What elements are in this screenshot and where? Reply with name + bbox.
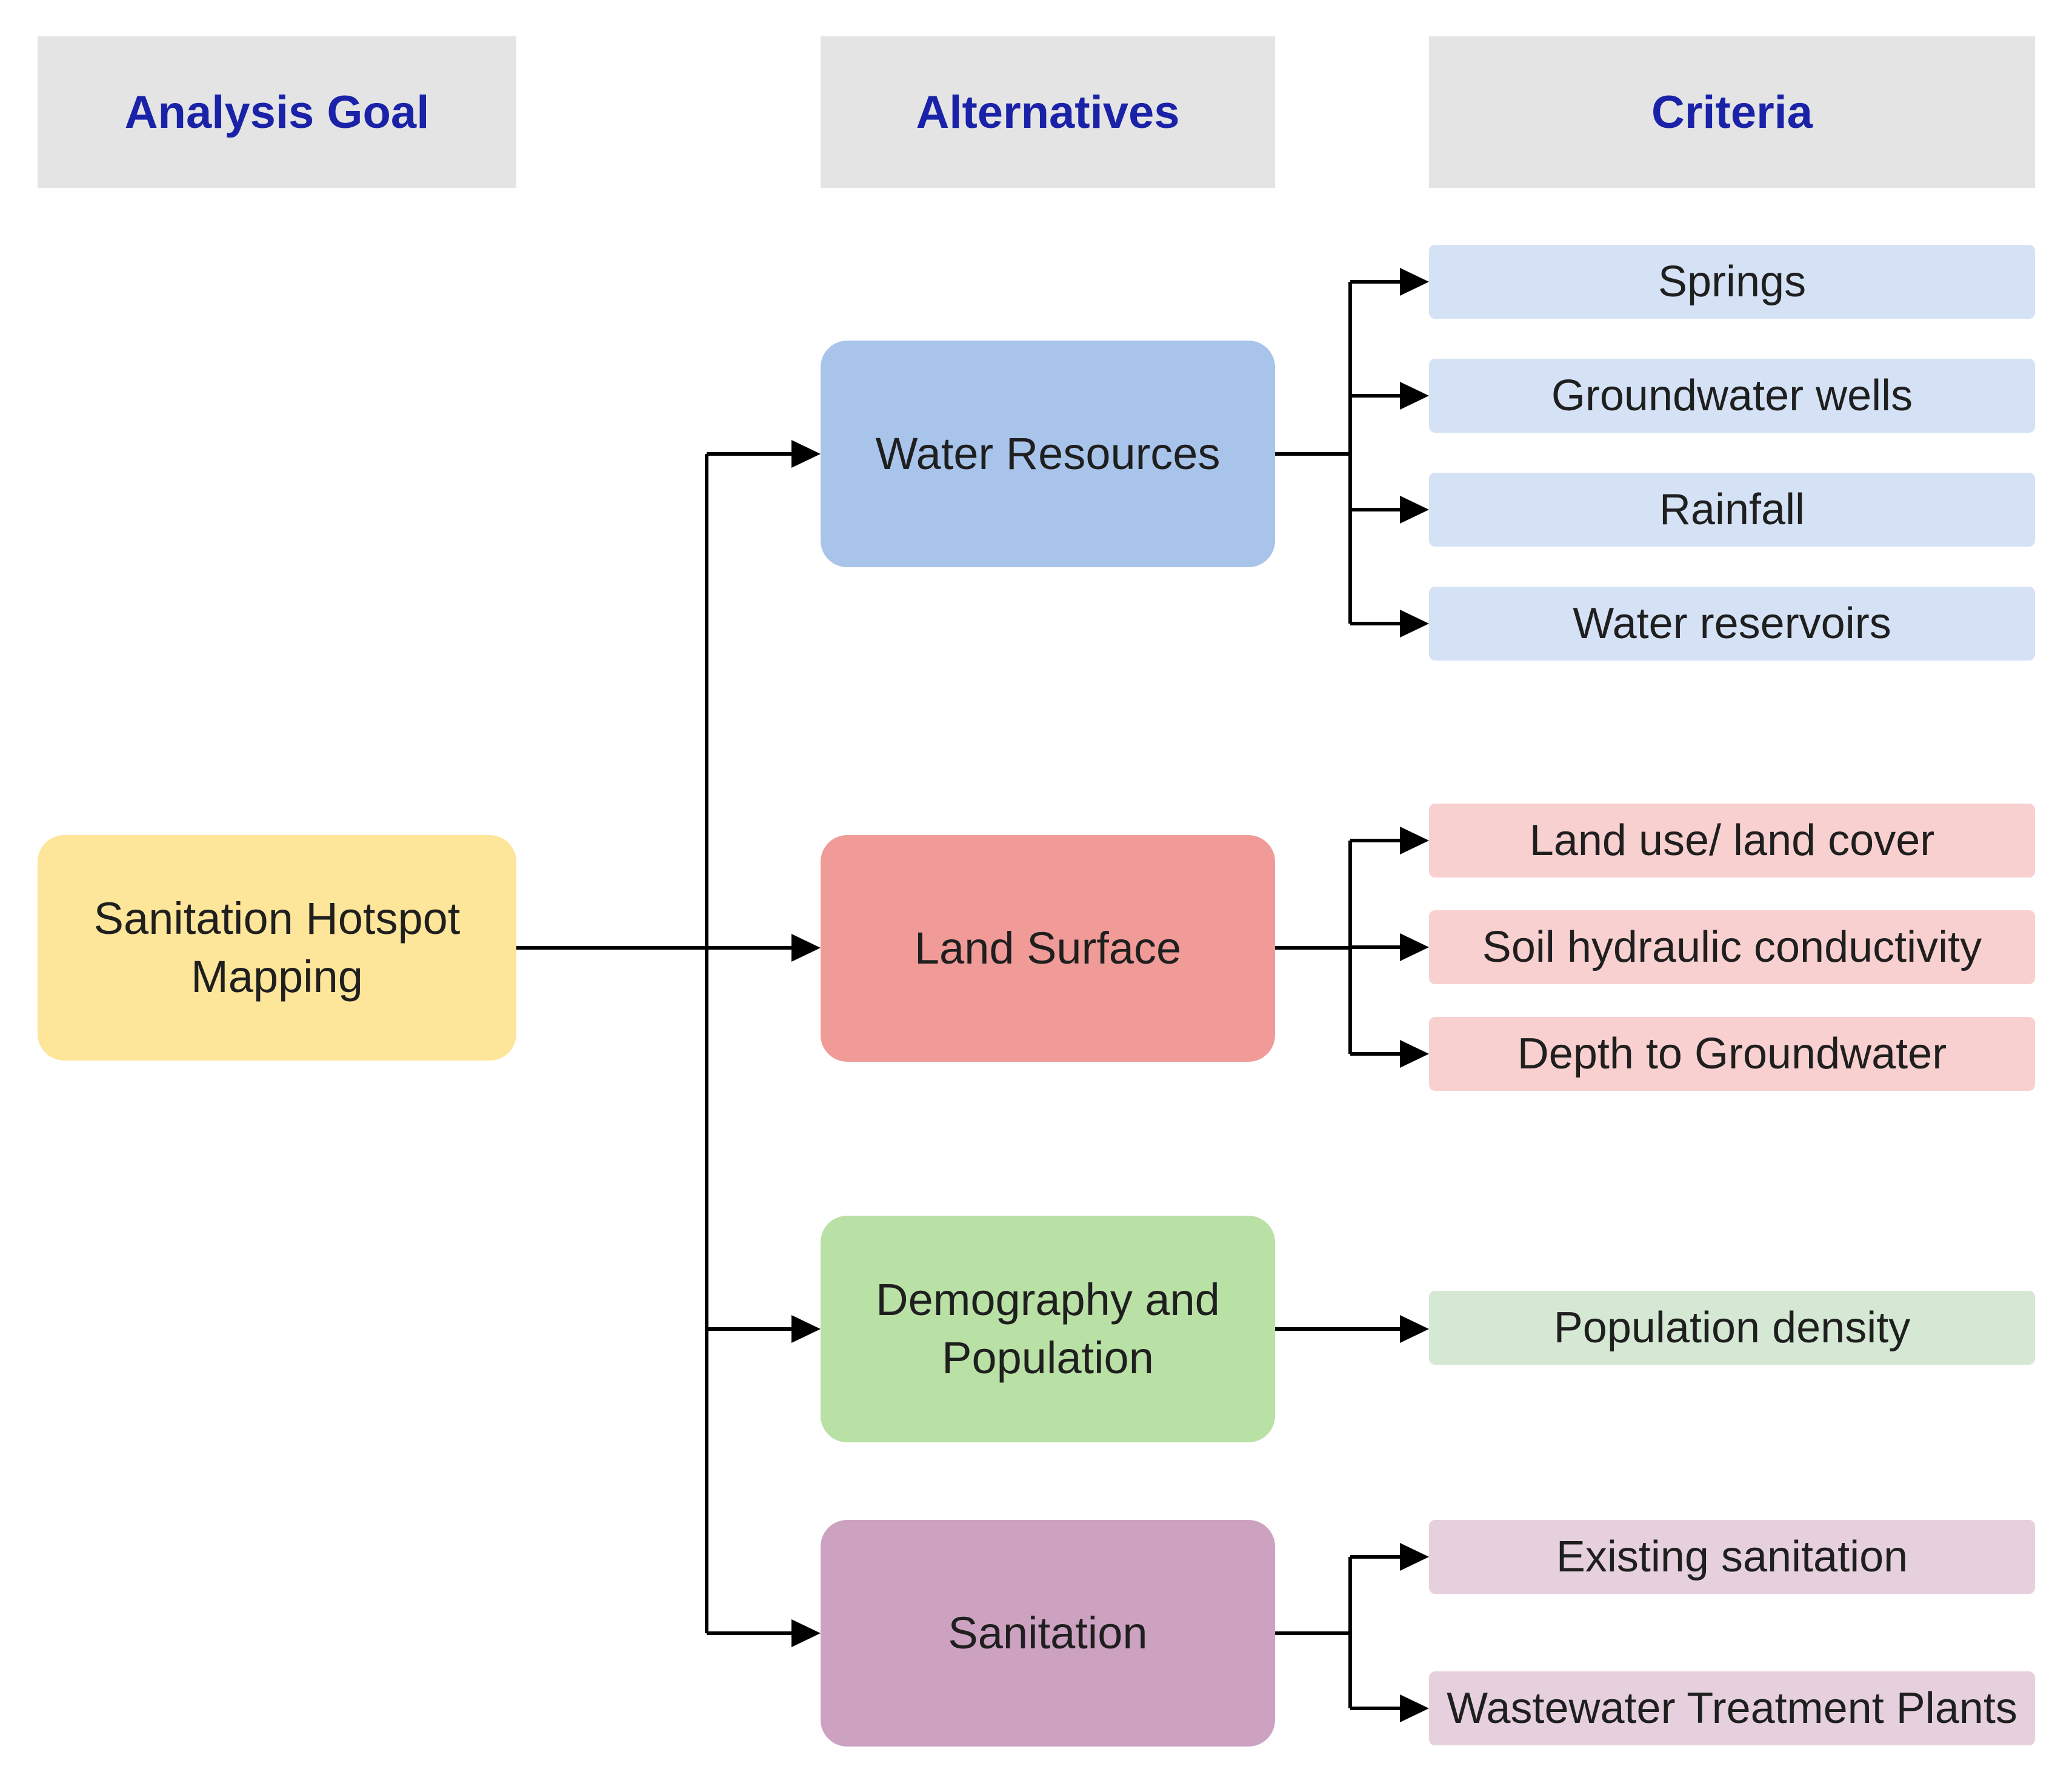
header-alternatives-label: Alternatives <box>916 86 1180 138</box>
arrowhead <box>1400 1040 1429 1068</box>
alternative-label: Land Surface <box>914 923 1182 973</box>
arrowhead <box>1400 268 1429 296</box>
arrowhead <box>791 440 821 468</box>
criterion-wastewater-treatment-plants: Wastewater Treatment Plants <box>1429 1671 2035 1745</box>
criterion-label: Springs <box>1657 258 1807 306</box>
arrowhead <box>791 1315 821 1343</box>
criterion-groundwater-wells: Groundwater wells <box>1429 359 2035 433</box>
criterion-label: Depth to Groundwater <box>1517 1030 1947 1078</box>
criterion-soil-hydraulic-conductivity: Soil hydraulic conductivity <box>1429 910 2035 984</box>
alternative-demography-population: Demography and Population <box>821 1216 1275 1442</box>
alternative-label: Demography and Population <box>876 1274 1220 1383</box>
alternative-sanitation: Sanitation <box>821 1520 1275 1747</box>
criterion-label: Wastewater Treatment Plants <box>1447 1684 2017 1733</box>
arrowhead <box>1400 496 1429 524</box>
arrowhead <box>1400 1543 1429 1571</box>
criterion-label: Soil hydraulic conductivity <box>1482 923 1982 971</box>
goal-node: Sanitation Hotspot Mapping <box>38 835 516 1061</box>
alternative-water-resources: Water Resources <box>821 341 1275 567</box>
criterion-water-reservoirs: Water reservoirs <box>1429 587 2035 661</box>
criterion-land-use-land-cover: Land use/ land cover <box>1429 804 2035 878</box>
arrowhead <box>1400 1315 1429 1343</box>
criterion-depth-to-groundwater: Depth to Groundwater <box>1429 1017 2035 1091</box>
criterion-label: Land use/ land cover <box>1529 816 1935 865</box>
alternative-label: Sanitation <box>948 1608 1148 1658</box>
criterion-population-density: Population density <box>1429 1291 2035 1365</box>
criterion-label: Rainfall <box>1659 485 1805 534</box>
criterion-springs: Springs <box>1429 245 2035 319</box>
header-criteria: Criteria <box>1429 36 2035 188</box>
criterion-existing-sanitation: Existing sanitation <box>1429 1520 2035 1594</box>
header-criteria-label: Criteria <box>1651 86 1813 138</box>
criterion-label: Water reservoirs <box>1573 599 1891 648</box>
header-analysis-goal: Analysis Goal <box>38 36 516 188</box>
arrowhead <box>1400 382 1429 410</box>
criterion-rainfall: Rainfall <box>1429 473 2035 547</box>
header-alternatives: Alternatives <box>821 36 1275 188</box>
criterion-label: Groundwater wells <box>1551 371 1913 420</box>
arrowhead <box>1400 933 1429 961</box>
arrowhead <box>1400 610 1429 638</box>
header-analysis-goal-label: Analysis Goal <box>124 86 430 138</box>
goal-node-label: Sanitation Hotspot Mapping <box>93 893 461 1002</box>
criterion-label: Population density <box>1553 1304 1911 1352</box>
alternative-label: Water Resources <box>875 428 1221 479</box>
alternative-land-surface: Land Surface <box>821 835 1275 1062</box>
criterion-label: Existing sanitation <box>1556 1533 1908 1581</box>
arrowhead <box>791 934 821 962</box>
arrowhead <box>1400 1694 1429 1722</box>
arrowhead <box>791 1619 821 1647</box>
arrowhead <box>1400 827 1429 854</box>
